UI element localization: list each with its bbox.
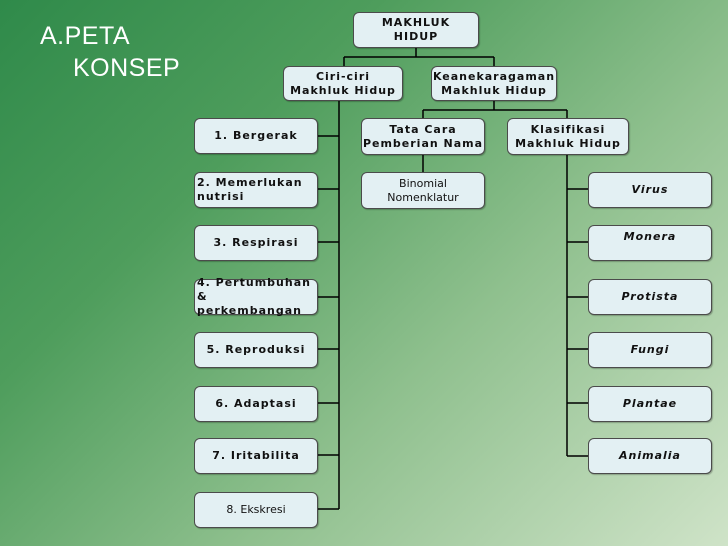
kingdom-protista: Protista [588,279,712,315]
node-ciri-ciri: Ciri-ciri Makhluk Hidup [283,66,403,101]
kingdom-virus: Virus [588,172,712,208]
node-tata-cara: Tata Cara Pemberian Nama [361,118,485,155]
kingdom-fungi: Fungi [588,332,712,368]
ciri-item-respirasi: 3. Respirasi [194,225,318,261]
node-binomial: Binomial Nomenklatur [361,172,485,209]
ciri-item-nutrisi: 2. Memerlukan nutrisi [194,172,318,208]
ciri-item-bergerak: 1. Bergerak [194,118,318,154]
ciri-item-adaptasi: 6. Adaptasi [194,386,318,422]
node-keanekaragaman: Keanekaragaman Makhluk Hidup [431,66,557,101]
ciri-item-ekskresi: 8. Ekskresi [194,492,318,528]
slide-title-line1: A.PETA [40,22,131,50]
slide-title-line2: KONSEP [73,54,181,82]
slide-title: A.PETA KONSEP [40,20,180,84]
ciri-item-iritabilita: 7. Iritabilita [194,438,318,474]
ciri-item-pertumbuhan: 4. Pertumbuhan & perkembangan [194,276,318,317]
kingdom-plantae: Plantae [588,386,712,422]
node-makhluk-hidup: MAKHLUK HIDUP [353,12,479,48]
node-klasifikasi: Klasifikasi Makhluk Hidup [507,118,629,155]
ciri-item-reproduksi: 5. Reproduksi [194,332,318,368]
kingdom-monera: Monera [588,225,712,261]
kingdom-animalia: Animalia [588,438,712,474]
